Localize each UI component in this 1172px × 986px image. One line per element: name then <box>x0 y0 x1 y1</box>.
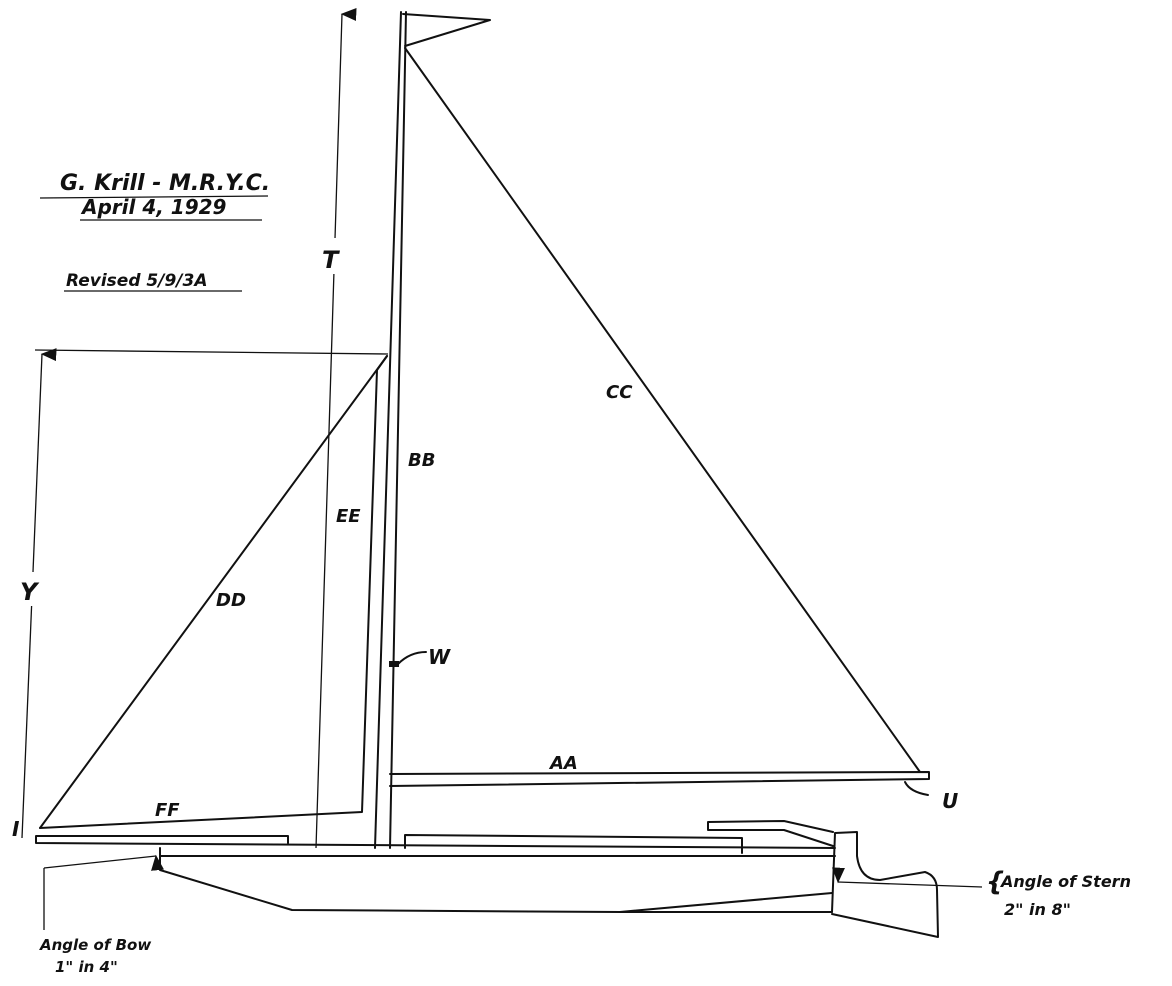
label-dd: DD <box>216 590 246 611</box>
cockpit-coaming <box>404 834 743 854</box>
label-y: Y <box>20 578 40 606</box>
label-ee: EE <box>336 506 361 527</box>
bow-arrow <box>43 854 164 871</box>
dimension-t-line <box>315 7 357 849</box>
label-i: I <box>12 817 20 841</box>
deck-fore <box>35 835 836 849</box>
w-pointer <box>397 651 427 665</box>
hull <box>159 847 836 913</box>
author-text: G. Krill - M.R.Y.C. <box>60 171 270 196</box>
label-cc: CC <box>606 382 633 403</box>
date-text: April 4, 1929 <box>80 195 227 219</box>
stern-note-line2: 2" in 8" <box>1004 900 1071 919</box>
dimension-y-top-line <box>34 349 389 355</box>
label-aa: AA <box>548 753 578 774</box>
mainsail-leech-cc <box>404 47 921 773</box>
bow-note-line1: Angle of Bow <box>39 936 151 954</box>
bow-note-line2: 1" in 4" <box>55 958 118 976</box>
u-pointer <box>904 781 929 796</box>
stern-note-line1: Angle of Stern <box>999 872 1131 891</box>
stern-arrow <box>832 867 983 888</box>
stern-brace: { <box>986 867 1005 897</box>
label-w: W <box>428 645 451 669</box>
jib-luff-dd <box>39 355 388 829</box>
boom-aa <box>389 771 930 787</box>
mast-left <box>374 11 402 849</box>
label-t: T <box>322 246 340 274</box>
author-underline <box>39 195 269 199</box>
revised-text: Revised 5/9/3A <box>66 271 207 291</box>
masthead-flag <box>402 13 491 47</box>
w-fitting <box>389 661 399 667</box>
label-ff: FF <box>155 800 180 821</box>
tiller <box>707 820 834 847</box>
label-bb: BB <box>408 450 435 471</box>
label-u: U <box>942 789 958 813</box>
jib-leech-foot <box>39 355 388 829</box>
mast-right <box>389 11 407 849</box>
